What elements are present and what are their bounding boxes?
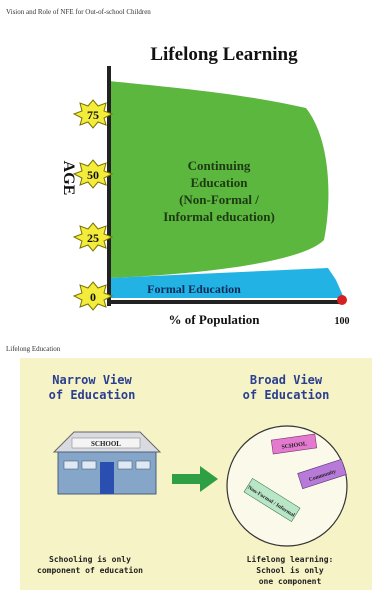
bottom-caption: Lifelong Education: [6, 345, 61, 353]
age-tick-label: 50: [87, 168, 99, 182]
lifelong-circle: [226, 425, 348, 547]
school-sign: SCHOOL: [91, 440, 121, 448]
continuing-label-line: Informal education): [163, 209, 275, 224]
broad-view-title: Broad View: [250, 373, 323, 387]
school-card-label: SCHOOL: [281, 441, 307, 451]
age-tick-label: 0: [90, 290, 96, 304]
age-tick-label: 75: [87, 108, 99, 122]
x-axis-label: % of Population: [168, 312, 260, 327]
x-axis-end-label: 100: [335, 316, 350, 327]
broad-view-caption: one component: [259, 577, 322, 586]
lifelong-learning-diagram: Lifelong Learning AGE 75 50 25 0 Continu…: [60, 44, 350, 327]
narrow-view-caption: Schooling is only: [49, 554, 131, 564]
continuing-education-area: [109, 81, 329, 278]
age-tick-50: 50: [72, 159, 114, 189]
formal-education-label: Formal Education: [147, 282, 241, 296]
top-caption: Vision and Role of NFE for Out-of-school…: [6, 8, 151, 16]
age-tick-25: 25: [72, 222, 114, 252]
age-tick-0: 0: [72, 281, 114, 311]
narrow-view-caption: component of education: [37, 565, 143, 575]
narrow-view-title: Narrow View: [52, 373, 132, 387]
axis-end-dot: [337, 295, 347, 305]
school-card: SCHOOL: [270, 433, 318, 455]
broad-view-caption: School is only: [256, 565, 324, 575]
age-tick-75: 75: [72, 99, 114, 129]
continuing-label-line: Education: [190, 175, 248, 190]
education-views-diagram: Narrow View of Education SCHOOL Schoolin…: [20, 358, 372, 590]
formal-education-area: [109, 268, 344, 298]
diagram-title: Lifelong Learning: [150, 44, 298, 65]
broad-view-title: of Education: [243, 388, 330, 402]
school-house-icon: SCHOOL: [52, 431, 162, 495]
narrow-view-title: of Education: [49, 388, 136, 402]
broad-view-caption: Lifelong learning:: [247, 554, 334, 564]
continuing-label-line: (Non-Formal /: [179, 192, 259, 207]
y-axis-label: AGE: [60, 161, 77, 196]
age-tick-label: 25: [87, 231, 99, 245]
arrow-right-icon: [172, 466, 218, 492]
community-card: Community: [297, 458, 347, 490]
continuing-label-line: Continuing: [188, 158, 251, 173]
